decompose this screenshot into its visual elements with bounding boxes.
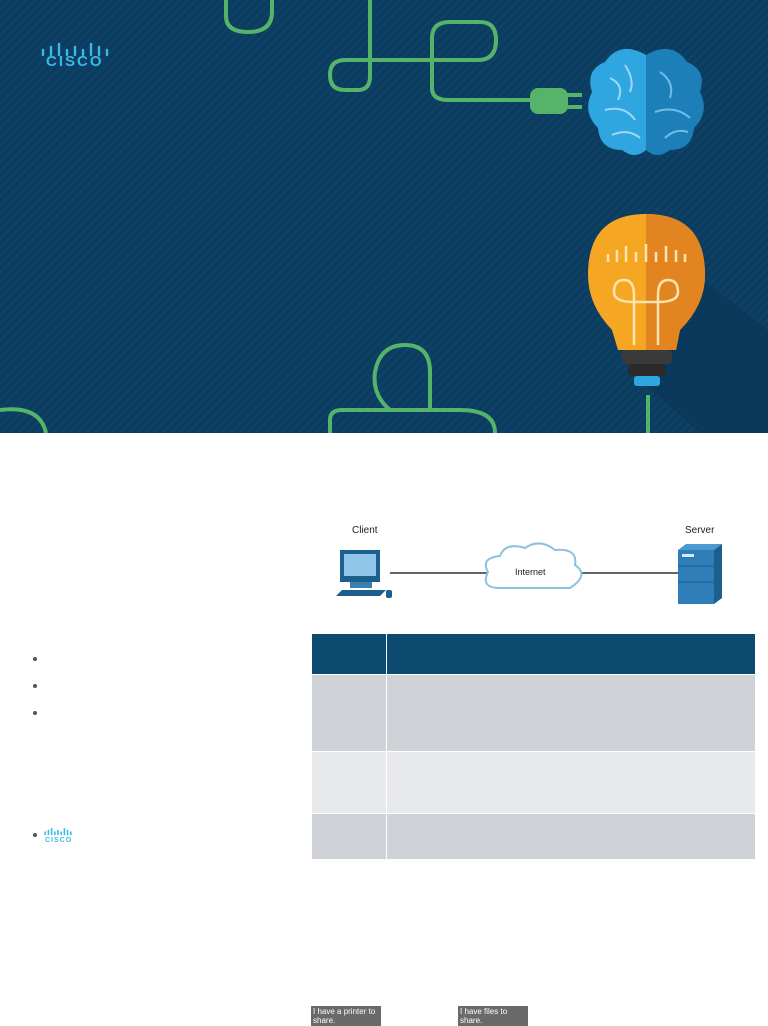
cloud-icon [484, 542, 583, 589]
banner-illustration [0, 0, 768, 433]
brain-icon [588, 48, 704, 156]
server-icon [678, 544, 722, 604]
table-header-cell [386, 633, 756, 675]
printer-share-note: I have a printer to share. [311, 1006, 381, 1026]
table-cell [386, 674, 756, 752]
table-cell [311, 674, 387, 752]
table-header-row [311, 633, 756, 675]
server-label: Server [685, 525, 715, 536]
table-row [311, 751, 756, 814]
bullet-point [33, 833, 37, 837]
table-cell [311, 751, 387, 814]
comparison-table [311, 633, 756, 860]
internet-label: Internet [515, 567, 546, 577]
client-server-diagram: Client Server Internet [330, 520, 730, 610]
table-cell [386, 813, 756, 860]
table-row [311, 813, 756, 860]
table-row [311, 674, 756, 752]
bullet-point [33, 711, 37, 715]
table-cell [386, 751, 756, 814]
table-header-cell [311, 633, 387, 675]
lightbulb-icon [588, 214, 705, 386]
bullet-point [33, 684, 37, 688]
title-banner: CISCO [0, 0, 768, 433]
computer-icon [336, 550, 392, 598]
cisco-wordmark: CISCO [46, 53, 104, 70]
plug-icon [530, 88, 582, 114]
cisco-wordmark-small: CISCO [45, 837, 73, 844]
cisco-logo-small [44, 828, 72, 836]
table-cell [311, 813, 387, 860]
files-share-note: I have files to share. [458, 1006, 528, 1026]
bullet-point [33, 657, 37, 661]
cisco-logo [41, 42, 109, 57]
client-label: Client [352, 525, 378, 536]
cable-wire-icon [0, 0, 650, 433]
